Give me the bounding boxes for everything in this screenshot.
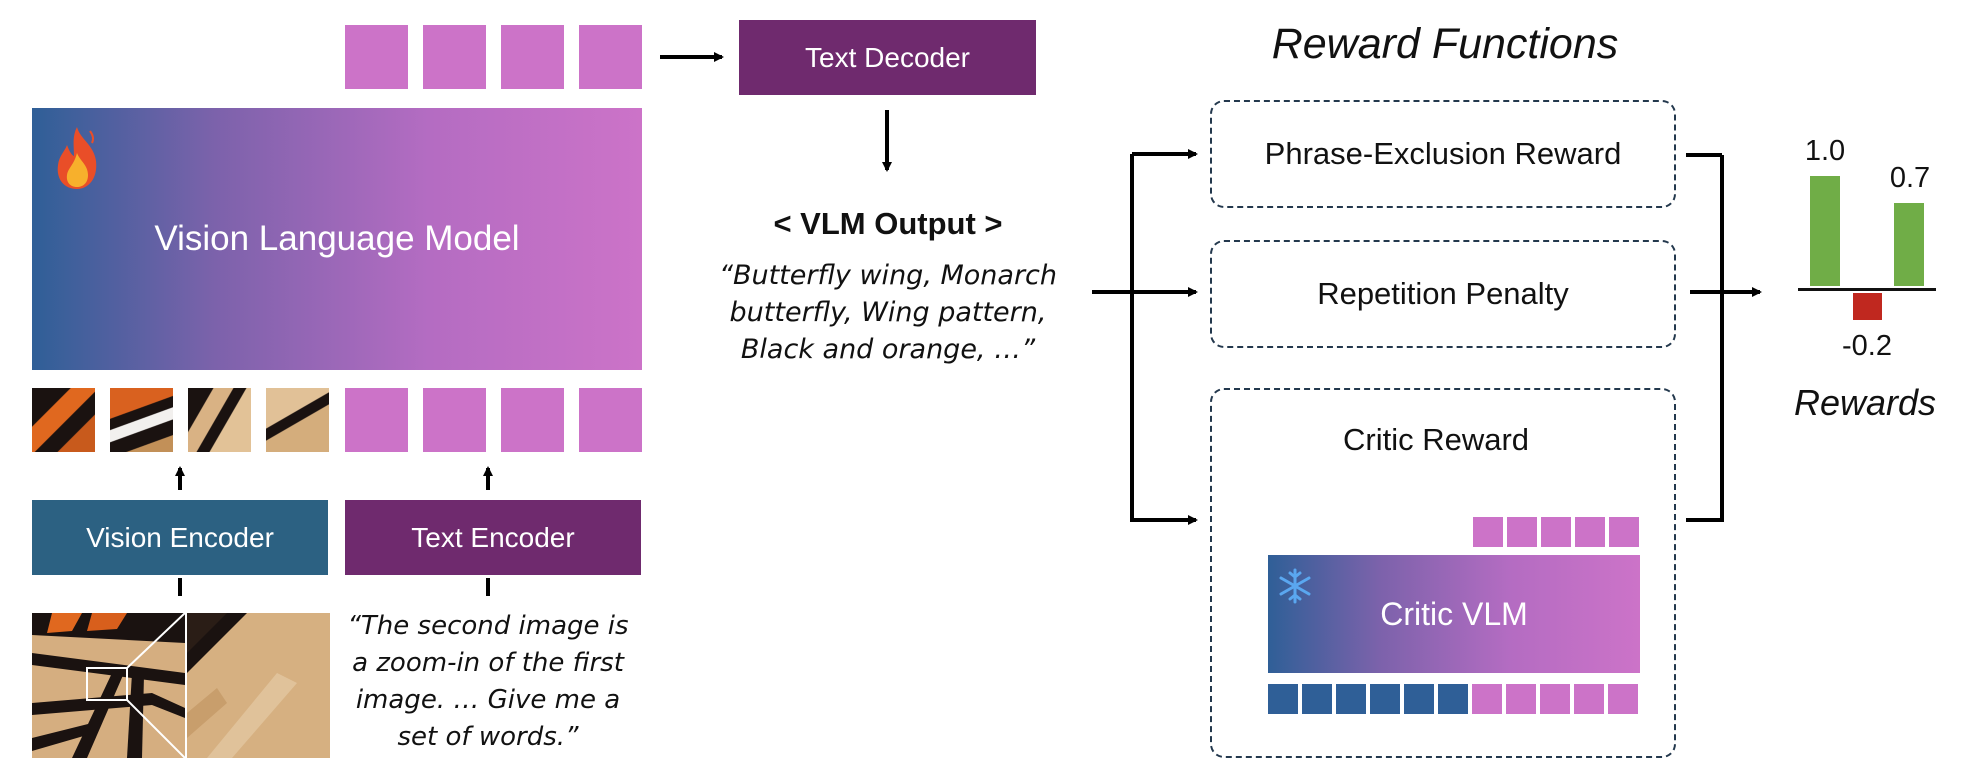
phrase-exclusion-reward-box: Phrase-Exclusion Reward: [1210, 100, 1676, 208]
critic-input-token: [1438, 684, 1468, 714]
output-token: [501, 25, 564, 89]
critic-input-token: [1540, 684, 1570, 714]
critic-input-token: [1302, 684, 1332, 714]
critic-input-token: [1268, 684, 1298, 714]
image-patch: [266, 388, 329, 452]
image-patch: [32, 388, 95, 452]
phrase-exclusion-label: Phrase-Exclusion Reward: [1264, 136, 1622, 171]
reward-bar-negative: [1853, 293, 1882, 320]
critic-output-token: [1473, 517, 1503, 547]
vision-encoder-box: Vision Encoder: [32, 500, 328, 575]
reward-functions-title: Reward Functions: [1271, 20, 1619, 68]
image-patch: [110, 388, 173, 452]
text-token: [423, 388, 486, 452]
vlm-box: Vision Language Model: [32, 108, 642, 370]
critic-reward-box: Critic Reward: [1210, 388, 1676, 758]
reward-baseline: [1798, 288, 1936, 291]
text-token: [345, 388, 408, 452]
text-decoder-box: Text Decoder: [739, 20, 1036, 95]
critic-output-token: [1541, 517, 1571, 547]
critic-vlm-label: Critic VLM: [1380, 595, 1528, 632]
critic-input-token: [1472, 684, 1502, 714]
image-patch: [188, 388, 251, 452]
repetition-penalty-label: Repetition Penalty: [1317, 276, 1569, 311]
critic-output-token: [1507, 517, 1537, 547]
critic-vlm-box: Critic VLM: [1268, 555, 1640, 673]
reward-value-label: 0.7: [1889, 162, 1931, 194]
critic-input-token: [1370, 684, 1400, 714]
vlm-output-text: “Butterfly wing, Monarch butterfly, Wing…: [718, 260, 1058, 365]
reward-bar-positive: [1810, 176, 1840, 286]
critic-output-token: [1575, 517, 1605, 547]
output-token: [345, 25, 408, 89]
vision-encoder-label: Vision Encoder: [86, 521, 274, 553]
critic-input-token: [1608, 684, 1638, 714]
snowflake-icon: [1279, 568, 1311, 604]
critic-reward-label: Critic Reward: [1342, 422, 1530, 457]
critic-output-token: [1609, 517, 1639, 547]
reward-bar-positive: [1894, 203, 1924, 286]
fire-icon: [57, 127, 97, 189]
rewards-title: Rewards: [1793, 382, 1937, 423]
text-token: [501, 388, 564, 452]
reward-value-label: -0.2: [1842, 330, 1892, 362]
text-encoder-box: Text Encoder: [345, 500, 641, 575]
output-token: [579, 25, 642, 89]
output-token: [423, 25, 486, 89]
critic-input-token: [1574, 684, 1604, 714]
vlm-output-title: < VLM Output >: [773, 206, 1003, 241]
reward-value-label: 1.0: [1804, 135, 1846, 167]
text-token: [579, 388, 642, 452]
repetition-penalty-box: Repetition Penalty: [1210, 240, 1676, 348]
prompt-text: “The second image is a zoom-in of the fi…: [347, 611, 629, 752]
critic-input-token: [1506, 684, 1536, 714]
zoomed-wing-image: [187, 613, 330, 758]
text-decoder-label: Text Decoder: [805, 41, 970, 73]
vlm-label: Vision Language Model: [154, 219, 520, 258]
text-encoder-label: Text Encoder: [411, 521, 575, 553]
critic-input-token: [1336, 684, 1366, 714]
butterfly-wing-image: [32, 613, 185, 758]
critic-input-token: [1404, 684, 1434, 714]
